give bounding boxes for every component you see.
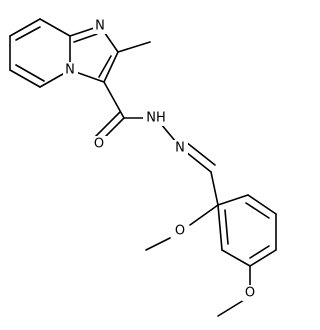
atom-label-nh: NH: [146, 111, 166, 126]
methyl-bond: [117, 41, 151, 53]
bond: [217, 204, 223, 251]
bond: [94, 111, 121, 138]
bond: [249, 245, 270, 259]
bond: [224, 209, 229, 245]
bond: [217, 194, 249, 206]
methoxy-2-bond: [189, 204, 219, 226]
bond: [9, 69, 41, 88]
bond: [221, 249, 251, 267]
methoxy-4-methyl-bond: [217, 299, 245, 317]
atom-labels: N N O NH N O O: [63, 18, 258, 301]
benzene-ring: [217, 194, 277, 267]
bond: [73, 33, 98, 43]
bond: [210, 171, 219, 206]
atom-label-o-methoxy-4: O: [245, 286, 255, 301]
hydrazone-linker: [94, 81, 219, 206]
atom-label-o-methoxy-2: O: [175, 224, 185, 239]
bond: [245, 202, 270, 219]
pyridine-ring: [9, 18, 71, 88]
bond: [9, 18, 41, 37]
bond: [98, 55, 112, 78]
atom-label-n-imine: N: [175, 141, 185, 156]
atom-label-n-bridge: N: [65, 63, 75, 78]
bond: [15, 26, 41, 41]
bond: [39, 18, 71, 37]
bond: [15, 64, 45, 82]
bond: [249, 249, 277, 267]
atom-label-n-imidazole: N: [95, 19, 105, 34]
bond: [103, 81, 125, 119]
bond: [247, 194, 277, 215]
bond: [103, 51, 119, 83]
bond: [185, 141, 216, 166]
methoxy-2-methyl-bond: [145, 237, 171, 251]
molecule-structure: N N O NH N O O: [9, 18, 277, 317]
atom-label-o-carbonyl: O: [94, 137, 104, 152]
